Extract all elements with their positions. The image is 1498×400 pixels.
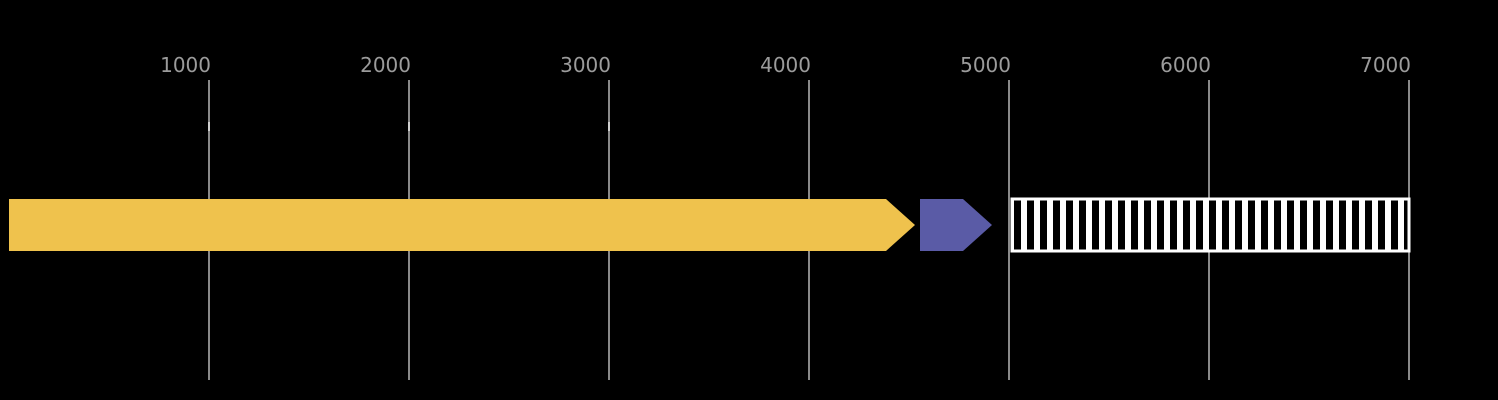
axis-tick-label: 1000 <box>160 53 211 77</box>
minor-tick-mark <box>408 122 410 131</box>
striped-bar-feature <box>1010 197 1411 253</box>
solid-arrow-feature <box>9 199 915 251</box>
small-arrow-feature <box>920 199 992 251</box>
axis-tick-label: 3000 <box>560 53 611 77</box>
minor-tick-mark <box>208 122 210 131</box>
axis-tick-label: 6000 <box>1160 53 1211 77</box>
axis-tick-label: 5000 <box>960 53 1011 77</box>
minor-tick-mark <box>608 122 610 131</box>
axis-tick-label: 4000 <box>760 53 811 77</box>
axis-tick-label: 2000 <box>360 53 411 77</box>
axis-tick-label: 7000 <box>1360 53 1411 77</box>
